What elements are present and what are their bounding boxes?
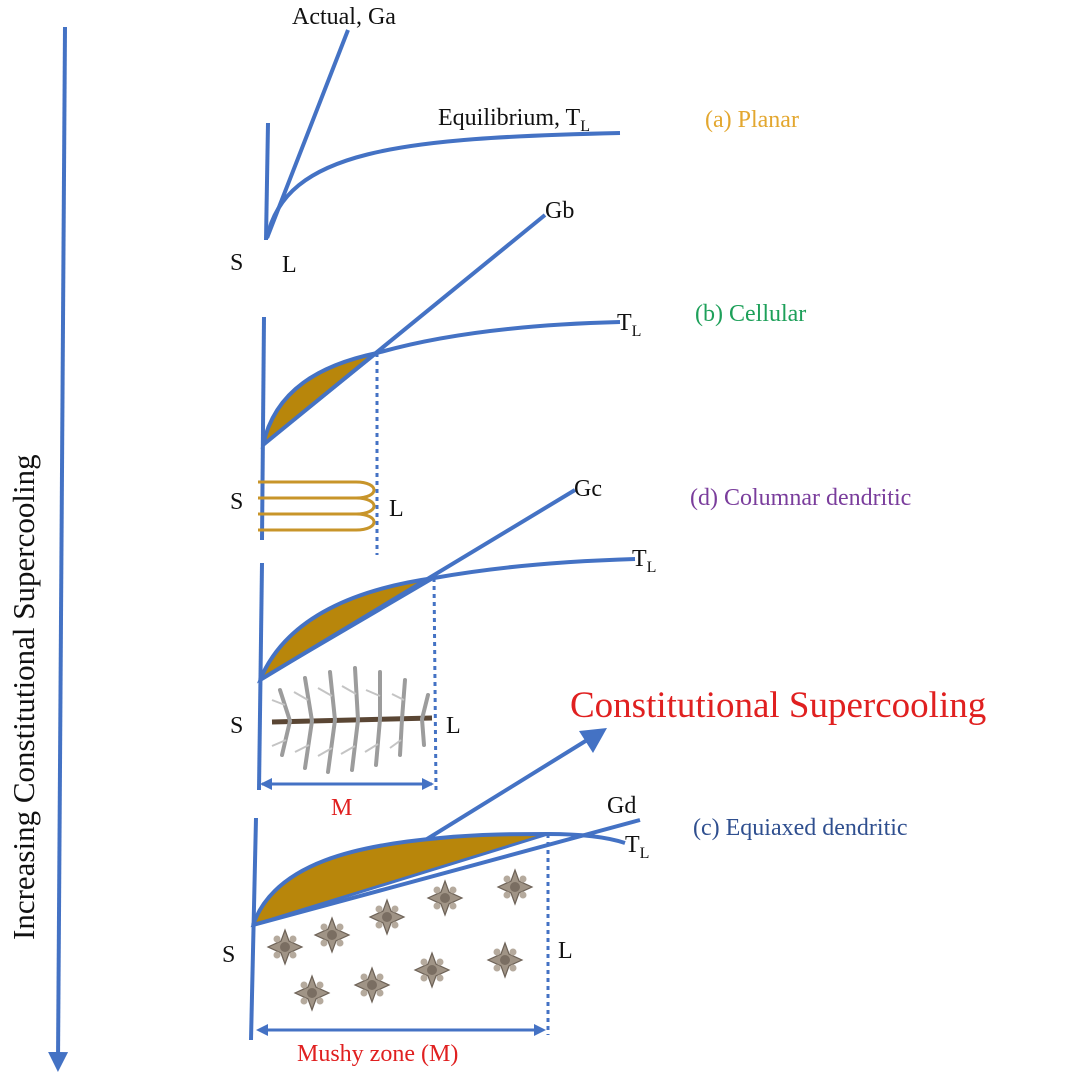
panel-title: (a) Planar [705, 107, 799, 133]
liquidus-curve [251, 831, 626, 926]
actual-label: Actual, Ga [292, 4, 396, 30]
panel-columnar-dendritic: Gc TL (d) Columnar dendritic S L M [230, 476, 911, 821]
zone-label: M [331, 795, 352, 821]
crystal [314, 917, 350, 953]
liquidus-curve [261, 320, 621, 446]
side-axis-label: Increasing Constitutional Supercooling [6, 454, 41, 940]
solid-label: S [230, 250, 243, 276]
crystal [414, 952, 450, 988]
gradient-label: Gb [545, 198, 574, 224]
solid-label: S [222, 942, 235, 968]
gradient-curve [258, 488, 577, 682]
panel-planar: Actual, Ga Equilibrium, TL (a) Planar S … [230, 4, 799, 278]
gradient-curve [252, 818, 641, 927]
gradient-curve [261, 213, 547, 447]
zone-label: Mushy zone (M) [297, 1041, 458, 1067]
crystal [369, 899, 405, 935]
crystal [294, 975, 330, 1011]
equilibrium-curve [265, 131, 621, 239]
zone-boundary [432, 577, 438, 791]
crystal [487, 942, 523, 978]
side-axis: Increasing Constitutional Supercooling [6, 26, 69, 1072]
solid-label: S [230, 489, 243, 515]
interface-line [260, 316, 266, 541]
columnar-dendrite [271, 666, 433, 774]
panel-title: (d) Columnar dendritic [690, 485, 911, 511]
callout-arrowhead [579, 728, 607, 753]
liquidus-label: TL [625, 832, 649, 862]
liquid-label: L [558, 938, 573, 964]
interface-line [249, 817, 258, 1041]
side-axis-arrow [48, 26, 69, 1072]
panel-title: (b) Cellular [695, 301, 806, 327]
liquid-label: L [389, 496, 404, 522]
callout-label: Constitutional Supercooling [570, 685, 986, 726]
cell-fingers [258, 480, 376, 532]
gradient-label: Gd [607, 793, 636, 819]
crystal [427, 880, 463, 916]
gradient-label: Gc [574, 476, 602, 502]
crystal [354, 967, 390, 1003]
dimension-arrow-left [256, 1024, 268, 1036]
panel-title: (c) Equiaxed dendritic [693, 815, 908, 841]
liquidus-label: TL [632, 546, 656, 576]
interface-line [264, 122, 270, 241]
crystal [267, 929, 303, 965]
liquidus-label: TL [617, 310, 641, 340]
dimension-arrow-right [422, 778, 434, 790]
equilibrium-label: Equilibrium, TL [438, 105, 590, 135]
liquid-label: L [446, 713, 461, 739]
panel-cellular: Gb TL (b) Cellular S L [230, 198, 806, 555]
constitutional-supercooling-callout: Constitutional Supercooling [383, 685, 986, 867]
dimension-arrow-right [534, 1024, 546, 1036]
panel-equiaxed-dendritic: Gd TL (c) Equiaxed dendritic S L Mushy z… [222, 793, 908, 1067]
crystal [497, 869, 533, 905]
dimension-arrow-left [260, 778, 272, 790]
solid-label: S [230, 713, 243, 739]
liquid-label: L [282, 252, 297, 278]
